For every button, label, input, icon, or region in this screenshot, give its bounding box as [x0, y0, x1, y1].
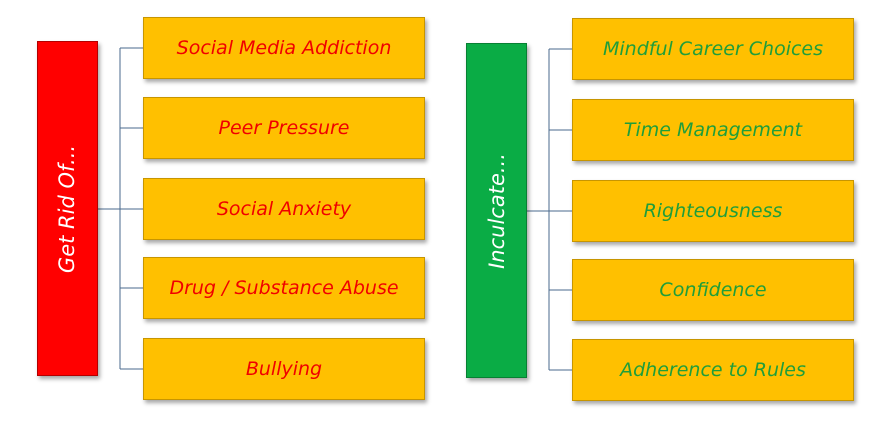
root-label-inculcate: Inculcate... — [484, 152, 509, 269]
leaf-node-social-media-addiction: Social Media Addiction — [143, 17, 425, 79]
leaf-node-social-anxiety: Social Anxiety — [143, 178, 425, 240]
leaf-node-confidence: Confidence — [572, 259, 854, 321]
root-label-get-rid-of: Get Rid Of... — [55, 144, 80, 273]
leaf-node-mindful-career-choices: Mindful Career Choices — [572, 18, 854, 80]
root-node-get-rid-of: Get Rid Of... — [37, 41, 98, 376]
leaf-node-drug-substance-abuse: Drug / Substance Abuse — [143, 257, 425, 319]
leaf-node-peer-pressure: Peer Pressure — [143, 97, 425, 159]
leaf-node-righteousness: Righteousness — [572, 180, 854, 242]
leaf-node-time-management: Time Management — [572, 99, 854, 161]
leaf-node-adherence-to-rules: Adherence to Rules — [572, 339, 854, 401]
leaf-node-bullying: Bullying — [143, 338, 425, 400]
root-node-inculcate: Inculcate... — [466, 43, 527, 378]
